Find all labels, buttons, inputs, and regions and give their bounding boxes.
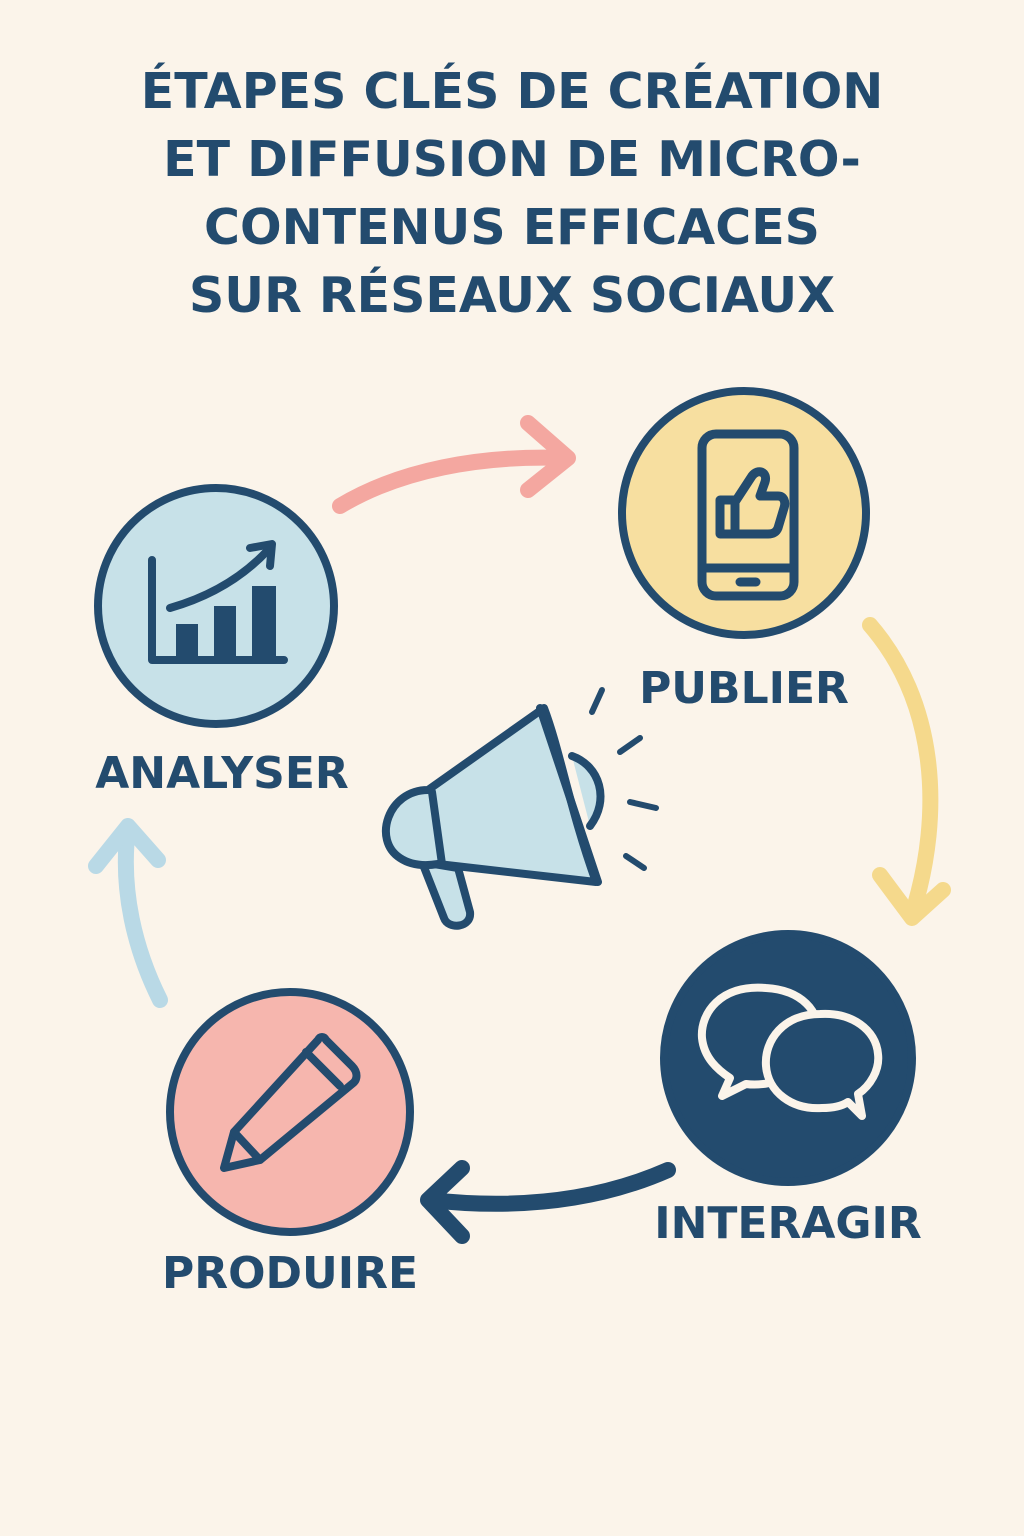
step-label-interagir: INTERAGIR xyxy=(654,1198,922,1249)
smartphone-thumbs-up-icon xyxy=(697,429,799,601)
step-label-produire: PRODUIRE xyxy=(162,1248,418,1299)
arrow-produire-to-analyser xyxy=(88,818,168,1008)
bar-chart-growth-icon xyxy=(148,540,288,664)
page-title: ÉTAPES CLÉS DE CRÉATION ET DIFFUSION DE … xyxy=(60,58,964,330)
title-line-1: ÉTAPES CLÉS DE CRÉATION xyxy=(140,63,884,120)
step-label-publier: PUBLIER xyxy=(639,663,849,714)
pencil-icon xyxy=(220,1033,361,1172)
step-produire: PRODUIRE xyxy=(162,988,418,1299)
step-interagir: INTERAGIR xyxy=(654,930,922,1249)
arrow-publier-to-interagir xyxy=(862,617,951,926)
step-publier: PUBLIER xyxy=(618,387,870,714)
title-line-3: CONTENUS EFFICACES xyxy=(204,199,820,256)
step-label-analyser: ANALYSER xyxy=(95,748,349,799)
title-line-4: SUR RÉSEAUX SOCIAUX xyxy=(189,267,835,324)
arrow-analyser-to-publier xyxy=(332,415,576,514)
megaphone-icon xyxy=(381,687,659,930)
arrow-interagir-to-produire xyxy=(420,1160,676,1244)
title-line-2: ET DIFFUSION DE MICRO- xyxy=(163,131,861,188)
step-analyser: ANALYSER xyxy=(94,484,349,799)
chat-bubbles-icon xyxy=(697,983,883,1120)
